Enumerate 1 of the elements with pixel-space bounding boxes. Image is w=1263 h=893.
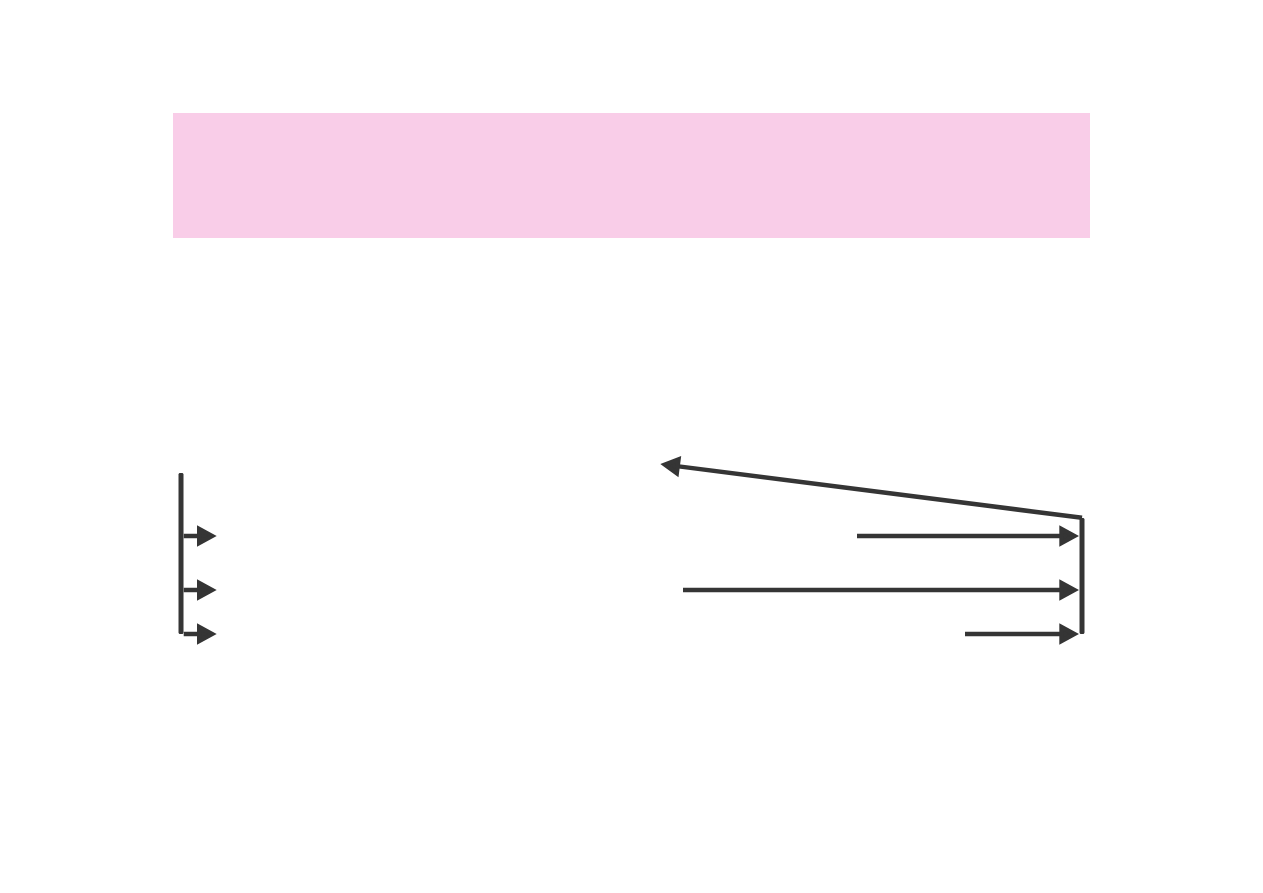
banner-band — [173, 113, 1090, 238]
